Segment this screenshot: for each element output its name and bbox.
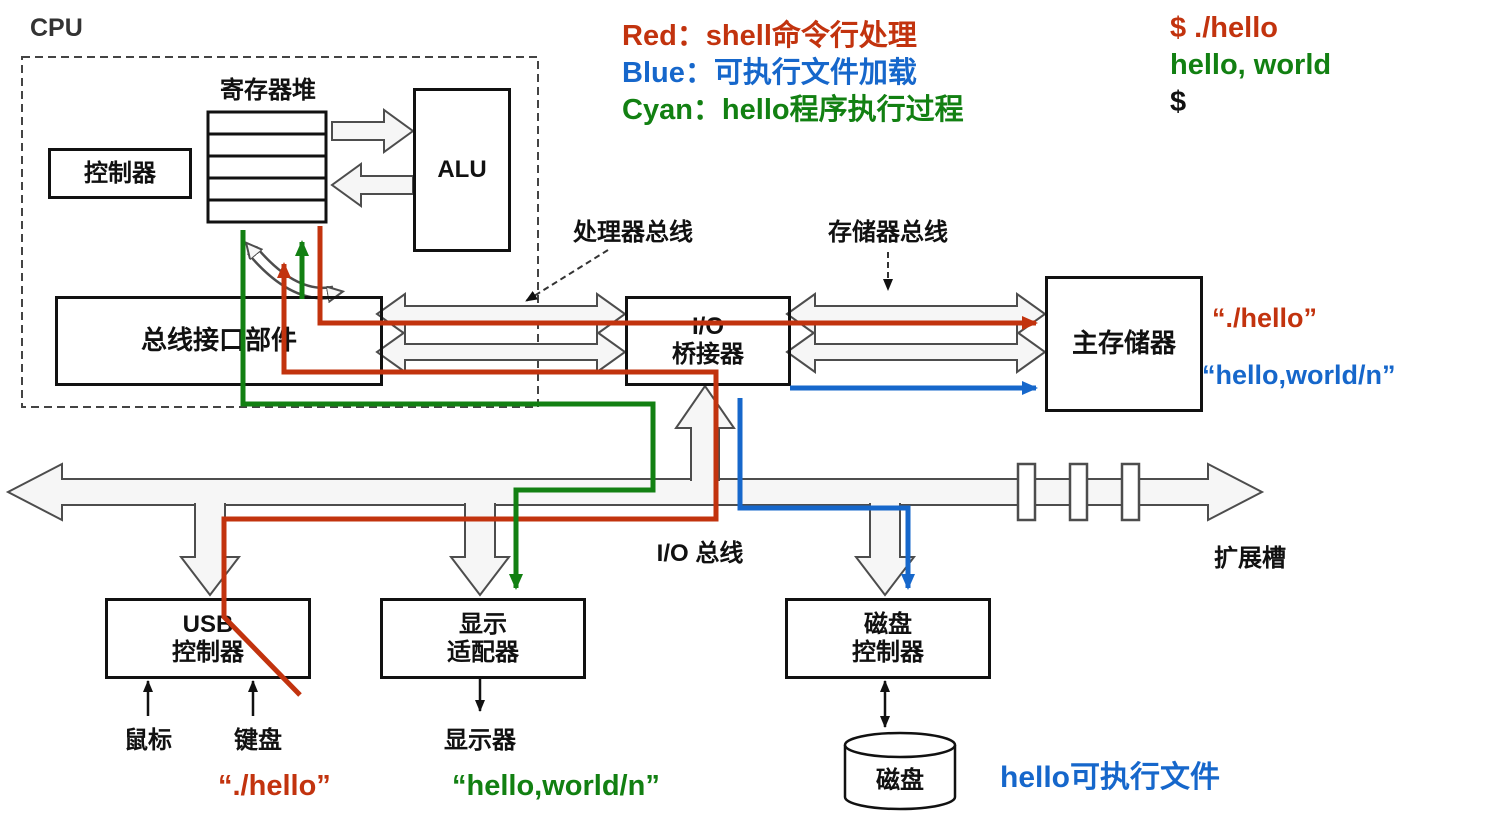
annotation-display-output: “hello,world/n” (452, 770, 660, 802)
legend-red-line: Red：shell命令行处理 (622, 20, 917, 52)
system-bus-arrows (375, 292, 1047, 374)
annotation-disk-file: hello可执行文件 (1000, 761, 1221, 794)
keyboard-label: 键盘 (234, 727, 282, 754)
cpu-title: CPU (30, 14, 83, 42)
green-cpu-to-display-path (240, 230, 656, 590)
bus-label-pointers (525, 249, 893, 302)
expansion-slot-shapes (1016, 462, 1141, 522)
reg-alu-arrows (330, 108, 415, 208)
main-memory-label: 主存储器 (1071, 328, 1176, 359)
usb-controller-label-line2: 控制器 (172, 638, 244, 666)
main-memory-box: 主存储器 (1045, 276, 1203, 412)
annotation-memory-write: “./hello” (1212, 303, 1318, 333)
red-keyboard-input-path (221, 262, 719, 697)
disk-controller-label-line1: 磁盘 (864, 610, 912, 638)
display-adapter-box: 显示 适配器 (380, 598, 586, 679)
io-bridge-label-line1: I/O (691, 313, 724, 341)
io-bridge-box: I/O 桥接器 (625, 296, 791, 386)
display-label: 显示器 (444, 727, 516, 754)
terminal-command-line: $ ./hello (1170, 12, 1278, 44)
controller-box: 控制器 (48, 148, 192, 199)
disk-cylinder (843, 731, 957, 811)
red-cpu-to-memory-path (317, 226, 1038, 330)
bus-interface-box: 总线接口部件 (55, 296, 383, 386)
mouse-label: 鼠标 (124, 727, 172, 754)
peripheral-arrows (143, 678, 890, 728)
legend-cyan-line: Cyan：hello程序执行过程 (622, 94, 964, 126)
disk-label: 磁盘 (876, 767, 924, 794)
io-bus-label: I/O 总线 (656, 540, 744, 567)
bus-interface-label: 总线接口部件 (140, 325, 297, 356)
disk-controller-label-line2: 控制器 (852, 638, 924, 666)
expansion-slots-label: 扩展槽 (1214, 545, 1286, 572)
display-adapter-label-line2: 适配器 (447, 638, 519, 666)
blue-bridge-to-disk-path (737, 398, 915, 590)
terminal-output-line: hello, world (1170, 49, 1332, 81)
terminal-prompt-line: $ (1170, 86, 1187, 118)
annotation-keyboard-input: “./hello” (218, 770, 331, 802)
legend-blue-line: Blue：可执行文件加载 (622, 57, 917, 89)
io-bridge-label-line2: 桥接器 (672, 341, 744, 368)
controller-label: 控制器 (84, 159, 156, 187)
register-file-label: 寄存器堆 (220, 77, 316, 104)
alu-box: ALU (413, 88, 511, 252)
annotation-memory-load: “hello,world/n” (1202, 360, 1396, 390)
processor-bus-label: 处理器总线 (573, 219, 693, 246)
curved-bus-arrow (248, 245, 340, 293)
display-adapter-label-line1: 显示 (459, 610, 507, 638)
alu-label: ALU (437, 156, 487, 184)
disk-controller-box: 磁盘 控制器 (785, 598, 991, 679)
memory-bus-label: 存储器总线 (828, 219, 948, 246)
register-file-stack (206, 110, 328, 224)
cpu-outline (21, 56, 539, 408)
